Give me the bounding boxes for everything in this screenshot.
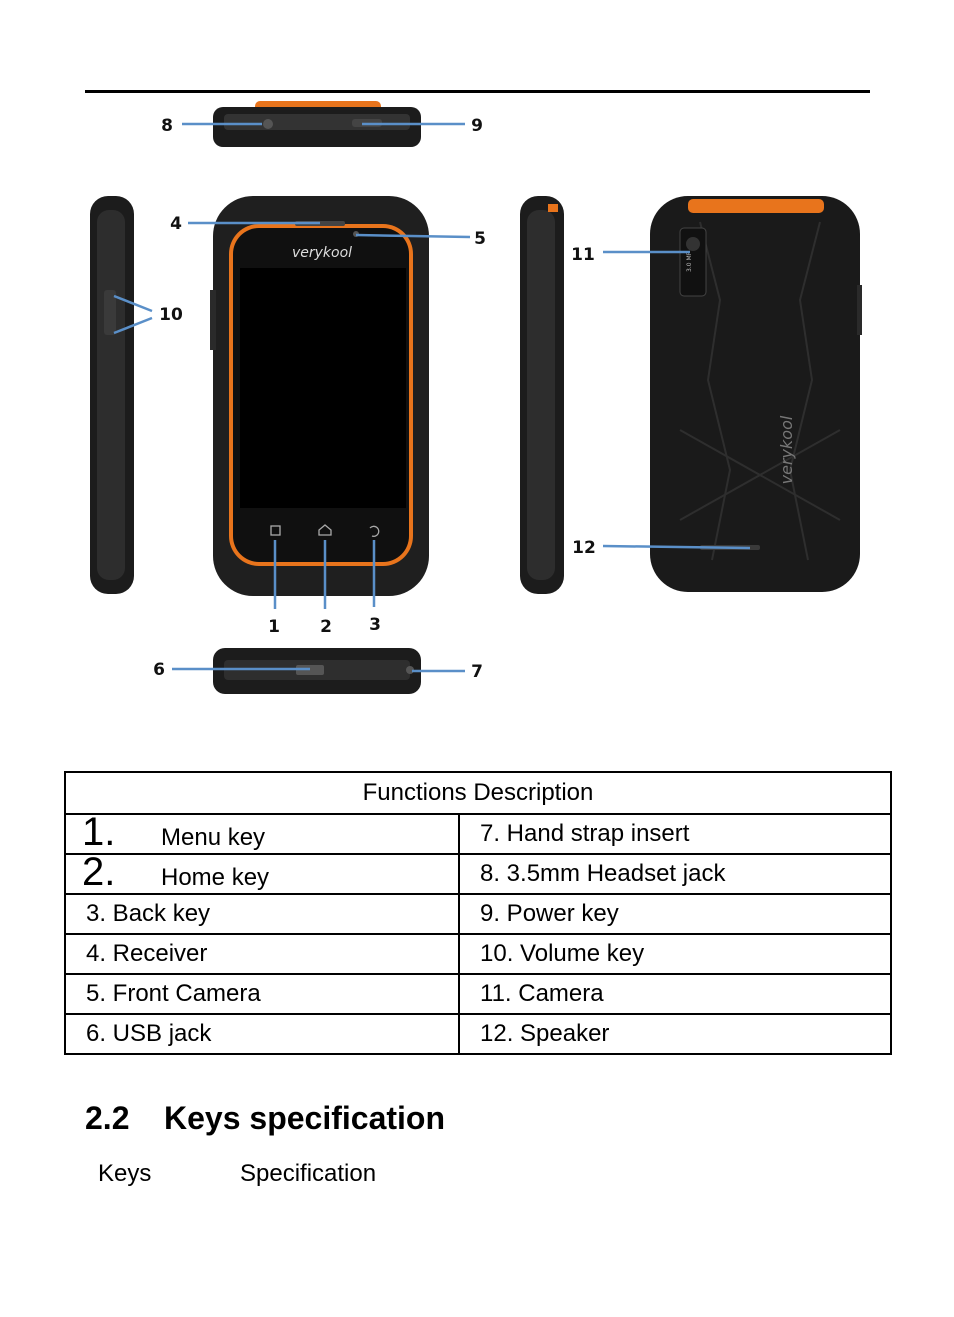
callout-4: 4: [170, 214, 182, 234]
functions-table: Functions Description 1. Menu key 7. Hand…: [64, 771, 892, 1055]
callout-3: 3: [369, 615, 381, 635]
phone-right-view: [520, 196, 564, 594]
callout-leaders: [113, 122, 751, 673]
row-number: 1.: [82, 809, 116, 854]
row-text: Menu key: [161, 823, 266, 851]
back-brand-logo: verykool: [777, 415, 796, 484]
callout-7: 7: [471, 662, 483, 682]
table-cell: 7. Hand strap insert: [458, 813, 892, 855]
keys-column-header: Keys: [98, 1160, 152, 1187]
table-cell: 5. Front Camera: [64, 973, 460, 1015]
section-heading: 2.2 Keys specification: [85, 1100, 445, 1137]
callout-1: 1: [268, 617, 280, 637]
table-header: Functions Description: [64, 771, 892, 815]
phone-back-view: 3.0 MP verykool: [650, 196, 862, 592]
back-key-icon: [369, 525, 380, 537]
section-number: 2.2: [85, 1100, 130, 1136]
table-row: 3. Back key 9. Power key: [64, 893, 892, 935]
table-cell: 1. Menu key: [64, 809, 460, 855]
callout-8: 8: [161, 116, 173, 136]
table-cell: 9. Power key: [458, 893, 892, 935]
table-cell: 2. Home key: [64, 849, 460, 895]
table-row: 1. Menu key 7. Hand strap insert: [64, 809, 892, 855]
phone-left-view: [90, 196, 134, 594]
callout-2: 2: [320, 617, 332, 637]
top-rule: [85, 90, 870, 93]
row-number: 2.: [82, 849, 116, 894]
section-title: Keys specification: [164, 1100, 445, 1136]
table-cell: 4. Receiver: [64, 933, 460, 975]
specification-column-header: Specification: [240, 1160, 377, 1187]
table-cell: 3. Back key: [64, 893, 460, 935]
front-brand-logo: verykool: [292, 245, 352, 261]
callout-10: 10: [159, 305, 183, 325]
callout-6: 6: [153, 660, 165, 680]
phone-top-view: [213, 101, 421, 147]
callout-numbers: 1 2 3 4 5 6 7 8 9 10 11 12: [153, 116, 596, 682]
table-row: 5. Front Camera 11. Camera: [64, 973, 892, 1015]
home-key-icon: [318, 524, 332, 536]
table-cell: 8. 3.5mm Headset jack: [458, 853, 892, 895]
phone-front-view: verykool: [210, 196, 429, 596]
table-row: 6. USB jack 12. Speaker: [64, 1013, 892, 1055]
table-cell: 11. Camera: [458, 973, 892, 1015]
phone-diagram: verykool 3.0 MP verykool: [90, 101, 862, 694]
row-text: Home key: [161, 863, 270, 891]
table-cell: 12. Speaker: [458, 1013, 892, 1055]
table-row: 4. Receiver 10. Volume key: [64, 933, 892, 975]
callout-11: 11: [571, 245, 595, 265]
table-cell: 10. Volume key: [458, 933, 892, 975]
table-row: 2. Home key 8. 3.5mm Headset jack: [64, 849, 892, 895]
callout-9: 9: [471, 116, 483, 136]
callout-12: 12: [572, 538, 596, 558]
table-cell: 6. USB jack: [64, 1013, 460, 1055]
camera-label: 3.0 MP: [686, 251, 693, 272]
menu-key-icon: [270, 525, 281, 536]
table-header-row: Functions Description: [64, 771, 892, 815]
phone-bottom-view: [213, 648, 421, 694]
callout-5: 5: [474, 229, 486, 249]
